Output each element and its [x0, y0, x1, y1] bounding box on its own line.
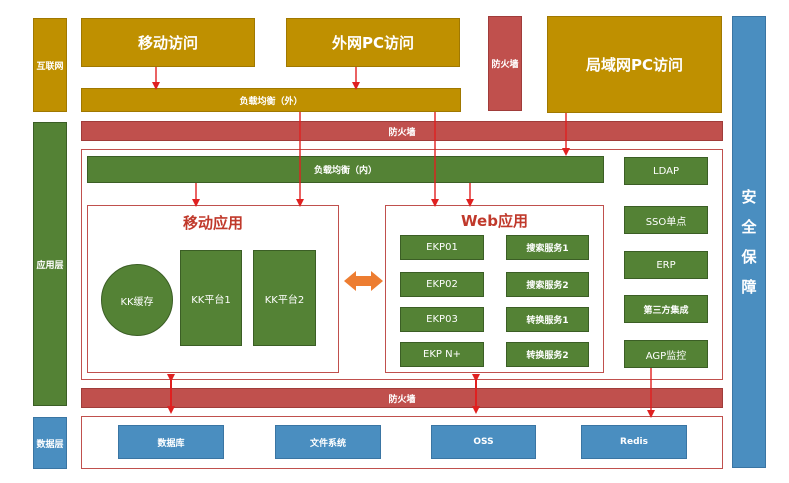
layer-data: 数据层: [33, 417, 67, 469]
firewall-lower: 防火墙: [81, 388, 723, 408]
web-app-group: [385, 205, 604, 373]
service-node: 转换服务2: [506, 342, 589, 367]
firewall-upper: 防火墙: [81, 121, 723, 141]
side-service-agp-monitor: AGP监控: [624, 340, 708, 368]
application-container: [81, 149, 723, 380]
security-bar: 安 全 保 障: [732, 16, 766, 468]
kk-platform-1: KK平台1: [180, 250, 242, 346]
security-char-1: 安: [741, 188, 757, 206]
data-node-redis: Redis: [581, 425, 687, 459]
side-service-sso: SSO单点: [624, 206, 708, 234]
data-node-oss: OSS: [431, 425, 536, 459]
side-service-third-party: 第三方集成: [624, 295, 708, 323]
kk-platform-2: KK平台2: [253, 250, 316, 346]
web-app-title: Web应用: [461, 212, 528, 230]
load-balancer-external: 负载均衡（外）: [81, 88, 461, 112]
security-char-2: 全: [741, 218, 757, 236]
service-node: 搜索服务2: [506, 272, 589, 297]
layer-application: 应用层: [33, 122, 67, 406]
service-node: 搜索服务1: [506, 235, 589, 260]
mobile-access-box: 移动访问: [81, 18, 255, 67]
side-service-erp: ERP: [624, 251, 708, 279]
firewall-top: 防火墙: [488, 16, 522, 111]
external-pc-access-box: 外网PC访问: [286, 18, 460, 67]
mobile-app-title: 移动应用: [182, 214, 243, 232]
layer-internet: 互联网: [33, 18, 67, 112]
mobile-app-group: [87, 205, 339, 373]
security-char-4: 障: [741, 278, 757, 296]
data-node-database: 数据库: [118, 425, 224, 459]
service-node: 转换服务1: [506, 307, 589, 332]
load-balancer-internal: 负载均衡（内）: [87, 156, 604, 183]
data-node-filesystem: 文件系统: [275, 425, 381, 459]
ekp-node: EKP03: [400, 307, 484, 332]
ekp-node: EKP N+: [400, 342, 484, 367]
data-layer-container: [81, 416, 723, 469]
ekp-node: EKP02: [400, 272, 484, 297]
security-char-3: 保: [741, 248, 757, 266]
ekp-node: EKP01: [400, 235, 484, 260]
side-service-ldap: LDAP: [624, 157, 708, 185]
lan-pc-access-box: 局域网PC访问: [547, 16, 722, 113]
kk-cache-node: KK缓存: [101, 264, 173, 336]
